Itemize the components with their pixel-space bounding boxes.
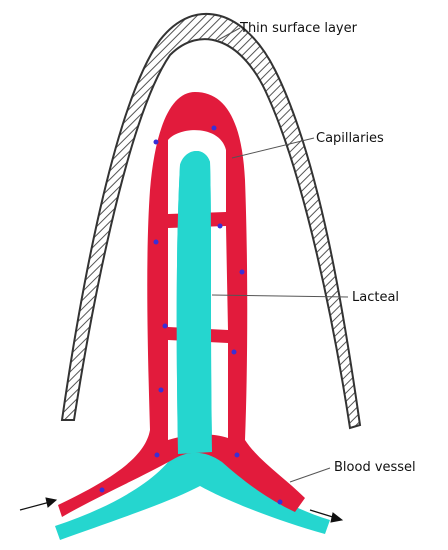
- lacteal-leader: [211, 294, 349, 298]
- inflow-arrow-head: [45, 497, 58, 508]
- blood-cell-dot: [217, 223, 223, 229]
- blood-vessel-label: Blood vessel: [334, 460, 416, 475]
- blood-cell-dot: [153, 239, 159, 245]
- lacteal-label: Lacteal: [352, 290, 399, 305]
- blood-cell-dot: [162, 323, 168, 329]
- blood-cell-dot: [234, 452, 240, 458]
- blood-cell-dot: [231, 349, 237, 355]
- capillaries-label: Capillaries: [316, 131, 384, 146]
- blood-cell-dot: [211, 125, 217, 131]
- inflow-arrow-line: [19, 501, 51, 511]
- thin-surface-layer-label: Thin surface layer: [239, 21, 358, 36]
- blood-cell-dot: [239, 269, 245, 275]
- blood-vessel-leader: [289, 467, 331, 483]
- blood-cell-dots: [99, 125, 283, 505]
- blood-cell-dot: [153, 139, 159, 145]
- lacteal-inner-shape: [176, 151, 212, 454]
- thin-surface-layer-leader: [217, 27, 241, 41]
- flow-arrows: [19, 497, 344, 523]
- capillaries-leader: [231, 137, 315, 159]
- capillaries-shape: [58, 92, 305, 517]
- outflow-arrow-line: [309, 509, 337, 519]
- blood-cell-dot: [99, 487, 105, 493]
- blood-cell-dot: [277, 499, 283, 505]
- thin-surface-layer-shape: [60, 13, 362, 430]
- blood-cell-dot: [154, 452, 160, 458]
- blood-cell-dot: [158, 387, 164, 393]
- outflow-arrow-head: [330, 512, 344, 523]
